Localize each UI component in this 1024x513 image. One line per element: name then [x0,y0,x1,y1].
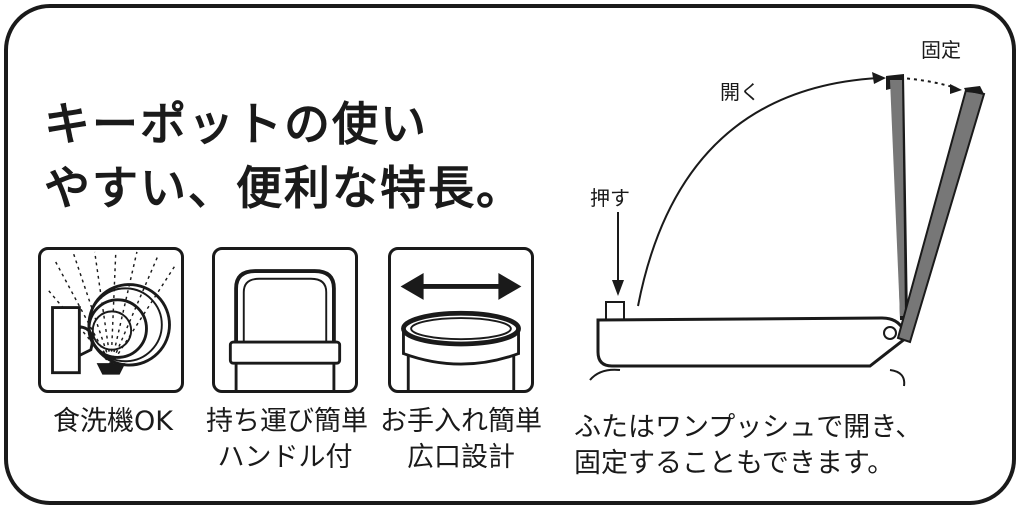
label-fixed: 固定 [921,38,961,62]
wide-mouth-icon [388,247,534,393]
dishwasher-icon [38,247,184,393]
handle-icon [212,247,358,393]
headline-line-2: やすい、便利な特長。 [44,161,524,215]
label-push: 押す [590,186,630,210]
feature-care-label-1: お手入れ簡単 [380,406,542,437]
lid-diagram [589,72,986,387]
feature-dishwasher-label: 食洗機OK [53,406,173,437]
description-line-2: 固定することもできます。 [574,448,895,479]
headline-line-1: キーポットの使い [44,97,428,151]
feature-handle-label-1: 持ち運び簡単 [206,406,368,437]
label-open: 開く [720,80,760,104]
feature-care-label-2: 広口設計 [407,442,515,473]
feature-handle-label-2: ハンドル付 [217,442,353,473]
description-line-1: ふたはワンプッシュで開き、 [574,412,923,443]
